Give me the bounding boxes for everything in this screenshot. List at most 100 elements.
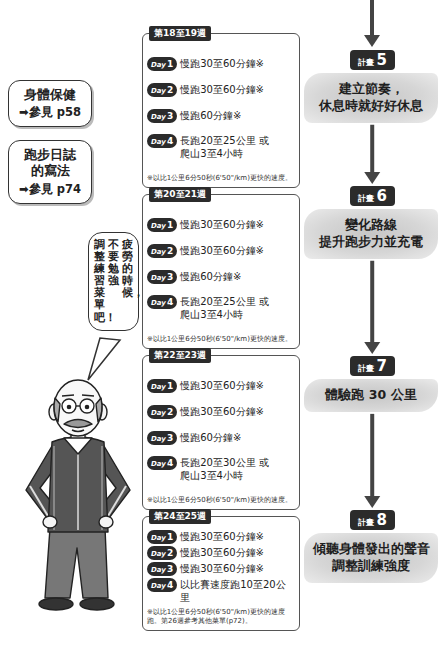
day-badge: Day4 (147, 134, 177, 148)
day-box: Day4長跑20至25公里 或 爬山3至4小時 (147, 134, 295, 160)
flow-arrow (364, 125, 380, 184)
day-number: 2 (167, 405, 173, 419)
workout-text: 慢跑60分鐘※ (180, 431, 295, 444)
speech-column: 疲勞的時候， (122, 239, 133, 299)
pace-note: ※以比1公里6分50秒(6'50"/km)更快的速度跑。第26週參考其他菜單(p… (147, 608, 295, 626)
day-box: Day4 以比賽速度跑10至20公里 (147, 578, 295, 604)
day-word: Day (151, 406, 166, 420)
workout-text: 慢跑30至60分鐘※ (180, 244, 295, 257)
day-badge: Day1 (147, 218, 177, 232)
workout-text: 以比賽速度跑10至20公里 (180, 578, 295, 604)
pace-note: ※以比1公里6分50秒(6'50"/km)更快的速度。 (147, 335, 295, 344)
day-word: Day (151, 245, 166, 259)
day-box: Day1慢跑30至60分鐘※ (147, 530, 295, 544)
day-list: Day1慢跑30至60分鐘※Day2慢跑30至60分鐘※Day3慢跑30至60分… (147, 529, 295, 605)
day-word: Day (151, 271, 166, 285)
panel-box: 第20至21週Day1慢跑30至60分鐘※Day2慢跑30至60分鐘※Day3慢… (142, 194, 300, 349)
day-number: 1 (167, 218, 173, 232)
day-number: 1 (167, 530, 173, 544)
workout-text: 慢跑30至60分鐘※ (180, 379, 295, 392)
plan-word: 計畫 (358, 57, 374, 68)
day-word: Day (151, 380, 166, 394)
day-badge: Day1 (147, 530, 177, 544)
day-badge: Day2 (147, 83, 177, 97)
day-number: 3 (167, 562, 173, 576)
plan-goal: 傾聽身體發出的聲音 調整訓練強度 (312, 541, 430, 575)
day-box: Day4長跑20至25公里 或 爬山3至4小時 (147, 295, 295, 321)
page-reference: ➡參見 p58 (14, 105, 86, 120)
workout-text: 慢跑60分鐘※ (180, 109, 295, 122)
arrow-shaft (370, 125, 374, 174)
workout-text: 慢跑30至60分鐘※ (180, 83, 295, 96)
plan-number: 5 (377, 51, 387, 69)
week-tab: 第20至21週 (149, 187, 211, 202)
day-number: 4 (167, 578, 173, 592)
day-box: Day3慢跑60分鐘※ (147, 109, 295, 123)
day-word: Day (151, 135, 166, 149)
day-number: 4 (167, 134, 173, 148)
workout-text: 慢跑30至60分鐘※ (180, 218, 295, 231)
day-badge: Day4 (147, 295, 177, 309)
day-number: 1 (167, 379, 173, 393)
day-number: 1 (167, 57, 173, 71)
workout-text: 長跑20至25公里 或 爬山3至4小時 (180, 295, 295, 321)
day-word: Day (151, 296, 166, 310)
arrow-shaft (370, 261, 374, 344)
workout-text: 慢跑30至60分鐘※ (180, 546, 295, 559)
day-word: Day (151, 432, 166, 446)
day-box: Day1慢跑30至60分鐘※ (147, 57, 295, 71)
day-list: Day1慢跑30至60分鐘※Day2慢跑30至60分鐘※Day3慢跑60分鐘※D… (147, 368, 295, 493)
plan-number: 6 (377, 187, 387, 205)
plan-goal: 建立節奏，休息時就好好休息 (312, 81, 430, 115)
workout-text: 慢跑30至60分鐘※ (180, 530, 295, 543)
day-badge: Day2 (147, 546, 177, 560)
flow-arrow (364, 261, 380, 354)
day-word: Day (151, 110, 166, 124)
day-box: Day3 慢跑60分鐘※ (147, 270, 295, 284)
day-number: 2 (167, 244, 173, 258)
panel-box: 第22至23週Day1慢跑30至60分鐘※Day2慢跑30至60分鐘※Day3慢… (142, 355, 300, 510)
workout-text: 慢跑30至60分鐘※ (180, 405, 295, 418)
day-number: 2 (167, 83, 173, 97)
week-tab: 第22至23週 (149, 348, 211, 363)
day-badge: Day4 (147, 456, 177, 470)
plan-goal: 體驗跑 30 公里 (312, 387, 430, 404)
day-box: Day2慢跑30至60分鐘※ (147, 244, 295, 258)
day-list: Day1慢跑30至60分鐘※Day2慢跑30至60分鐘※Day3慢跑60分鐘※D… (147, 46, 295, 171)
ref-box: 身體保健 ➡參見 p58 (8, 80, 92, 127)
plan-number: 7 (377, 357, 387, 375)
tab-box: 計畫6 (350, 186, 395, 206)
page-reference: ➡參見 p74 (14, 182, 86, 197)
pace-note: ※以比1公里6分50秒(6'50"/km)更快的速度。 (147, 174, 295, 183)
ref-box: 跑步日誌的寫法➡參見 p74 (8, 140, 92, 204)
plan-word: 計畫 (358, 193, 374, 204)
day-badge: Day2 (147, 405, 177, 419)
day-box: Day1 慢跑30至60分鐘※ (147, 379, 295, 393)
tab-box: 計畫7 (350, 356, 395, 376)
plan-box: 傾聽身體發出的聲音 調整訓練強度 (304, 533, 438, 583)
plan-box: 建立節奏，休息時就好好休息 (304, 73, 438, 123)
workout-text: 慢跑30至60分鐘※ (180, 57, 295, 70)
coach-figure (26, 380, 130, 610)
day-badge: Day1 (147, 57, 177, 71)
plan-word: 計畫 (358, 517, 374, 528)
day-word: Day (151, 457, 166, 471)
day-number: 3 (167, 431, 173, 445)
workout-text: 慢跑60分鐘※ (180, 270, 295, 283)
day-badge: Day2 (147, 244, 177, 258)
day-box: Day3慢跑30至60分鐘※ (147, 562, 295, 576)
day-word: Day (151, 547, 166, 561)
top-arrow (364, 0, 380, 47)
day-box: Day1慢跑30至60分鐘※ (147, 218, 295, 232)
topic-title: 身體保健 (23, 87, 78, 103)
day-word: Day (151, 219, 166, 233)
day-word: Day (151, 579, 166, 593)
arrow-head (364, 342, 380, 354)
day-number: 3 (167, 270, 173, 284)
workout-text: 長跑20至30公里 或 爬山3至4小時 (180, 456, 295, 482)
day-badge: Day3 (147, 431, 177, 445)
panel-box: 第18至19週Day1慢跑30至60分鐘※Day2慢跑30至60分鐘※Day3慢… (142, 33, 300, 188)
day-number: 4 (167, 295, 173, 309)
day-word: Day (151, 84, 166, 98)
